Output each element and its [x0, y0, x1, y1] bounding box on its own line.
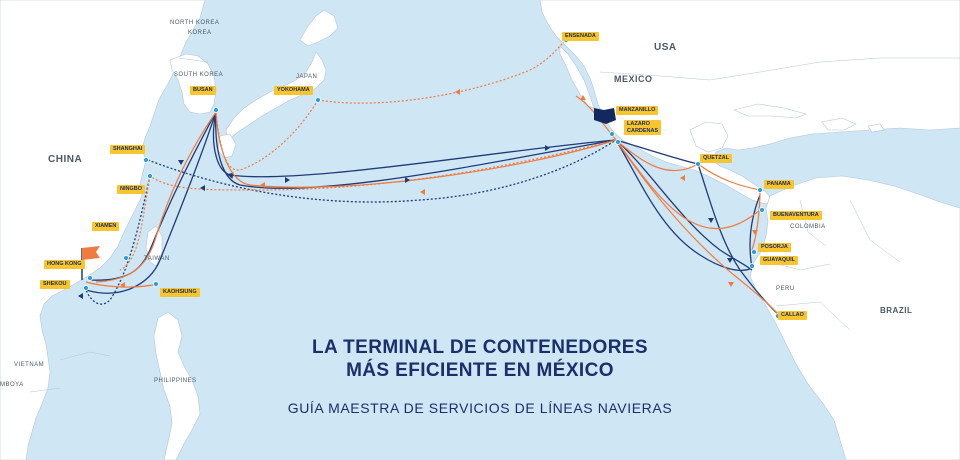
headline-line-1: LA TERMINAL DE CONTENEDORES [312, 337, 648, 358]
country-label-korea: KOREA [188, 30, 212, 36]
port-label-panama: PANAMA [764, 180, 794, 189]
port-label-kaohsiung: KAOHSIUNG [160, 288, 200, 297]
country-label-vietnam: VIETNAM [14, 362, 45, 368]
landmass-philippines [153, 311, 201, 460]
country-label-china: CHINA [48, 154, 83, 165]
country-label-south-korea: SOUTH KOREA [174, 72, 224, 78]
headline-line-2: MÁS EFICIENTE EN MÉXICO [346, 360, 614, 381]
routes-orange-dotted [119, 39, 617, 271]
landmass-hispaniola [821, 117, 857, 131]
port-label-lazaro-cardenas: LAZARO CARDENAS [624, 120, 662, 135]
port-label-busan: BUSAN [190, 86, 216, 95]
port-label-buenaventura: BUENAVENTURA [770, 211, 822, 220]
route-arrows [78, 89, 758, 299]
country-label-brazil: BRAZIL [880, 306, 913, 315]
landmass-japan-hokkaido [299, 9, 339, 47]
country-label-taiwan: TAIWAN [144, 256, 170, 262]
country-label-colombia: COLOMBIA [790, 224, 826, 230]
country-label-cambodia: MBOYA [0, 382, 24, 388]
landmass-south-america [749, 175, 960, 460]
landmass-baja-california [559, 45, 595, 109]
port-label-callao: CALLAO [778, 311, 807, 320]
terminal-marker [594, 108, 616, 124]
country-label-mexico: MEXICO [614, 74, 653, 84]
landmass-yucatan [689, 121, 729, 153]
landmass-japan-honshu [225, 51, 327, 141]
landmass-korea [169, 53, 217, 115]
port-label-lazaro-line1: LAZARO [627, 121, 650, 127]
country-label-usa: USA [654, 42, 677, 53]
port-label-lazaro-line2: CARDENAS [627, 127, 659, 134]
landmass-taiwan [145, 225, 163, 267]
port-label-ensenada: ENSENADA [562, 32, 599, 41]
port-label-quetzal: QUETZAL [700, 154, 732, 163]
port-label-guayaquil: GUAYAQUIL [760, 256, 798, 265]
country-label-philippines: PHILIPPINES [154, 378, 197, 384]
port-label-yokohama: YOKOHAMA [274, 86, 313, 95]
landmass-cuba [733, 103, 807, 119]
country-borders [29, 57, 960, 393]
port-label-xiamen: XIAMEN [92, 222, 120, 231]
port-label-posorja: POSORJA [758, 243, 791, 252]
routes-navy-dotted [85, 139, 617, 305]
country-label-japan: JAPAN [296, 74, 318, 80]
country-label-peru: PERU [776, 286, 795, 292]
port-label-manzanillo: MANZANILLO [616, 106, 659, 115]
port-label-hong-kong: HONG KONG [44, 260, 85, 269]
country-label-north-korea: NORTH KOREA [170, 20, 220, 26]
headline-subtitle: GUÍA MAESTRA DE SERVICIOS DE LÍNEAS NAVI… [287, 400, 673, 416]
port-label-ningbo: NINGBO [117, 185, 145, 194]
landmass-puerto-rico [867, 123, 885, 133]
port-label-shekou: SHEKOU [40, 280, 70, 289]
landmass-north-america [539, 0, 960, 205]
port-label-shanghai: SHANGHAI [110, 145, 146, 154]
